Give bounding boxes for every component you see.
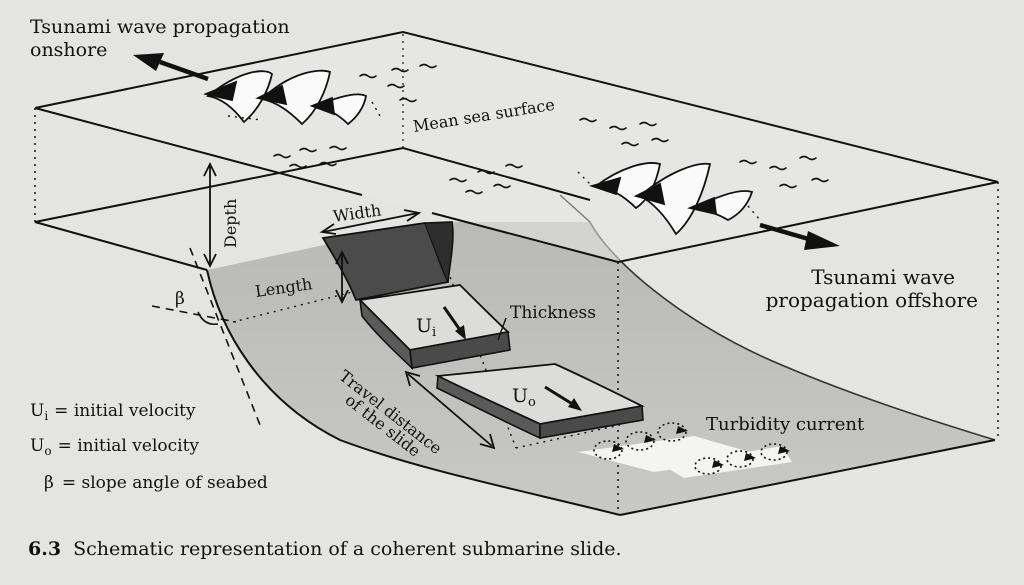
sea-surface-near-edge-2 [431,212,619,263]
seabed-far-curve [589,221,996,441]
seafloor-back-curve [559,194,591,223]
legend-item-beta: β= slope angle of seabed [44,473,268,493]
turbidity-arrows [612,426,790,468]
width-arrow [322,212,419,233]
beta-label: β [175,289,185,309]
ui-label: Ui [416,315,436,340]
thickness-pointer [497,317,507,341]
figure-caption-text: Schematic representation of a coherent s… [73,538,622,560]
slide-scar [321,222,450,302]
dotted-guide-2 [232,269,441,323]
width-arrow-head-left [319,223,337,235]
slope-tangent-line [189,247,263,431]
sea-surface-near-edge [34,107,363,196]
uo-velocity-arrow-head [568,398,582,411]
turbidity-current-area [578,436,764,472]
slide-scar-headwall [424,221,454,283]
onshore-label-line2: onshore [30,39,107,61]
length-arrow-head-bottom [335,289,349,305]
onshore-direction-arrow [159,59,209,82]
legend-item-uo: Uo= initial velocity [30,436,199,458]
sea-surface-outline [34,30,999,263]
thickness-label: Thickness [510,303,596,323]
travel-arrow-head-bottom [479,433,496,450]
offshore-label-line2: propagation offshore [766,288,978,312]
onshore-tsunami-waves [202,69,381,126]
figure-caption: 6.3 Schematic representation of a coheren… [28,538,622,560]
depth-arrow-head-top [203,161,217,177]
depth-label: Depth [221,199,240,248]
figure-number: 6.3 [28,538,62,560]
seabed-far-edge [619,439,996,516]
width-arrow-head-right [403,209,422,222]
beta-arc [197,311,219,326]
offshore-label-line1: Tsunami wave [811,265,955,289]
ui-velocity-arrow-head [455,325,466,340]
legend: Ui= initial velocity Uo= initial velocit… [30,401,268,493]
length-arrow-head-top [335,249,349,265]
offshore-direction-arrow-head [804,231,840,250]
turbidity-swirls [593,422,788,475]
slide-block-uo-front [539,405,644,439]
uo-velocity-arrow [544,385,575,407]
depth-arrow-head-bottom [203,253,217,269]
horizontal-reference-line [151,305,237,323]
slide-block-ui-front [409,331,511,369]
seabed-edge-curve [206,269,621,516]
onshore-label-line1: Tsunami wave propagation [30,16,290,38]
seafloor-plane-outline [34,146,591,271]
travel-distance-arrow [407,373,493,447]
travel-arrow-head-top [404,370,421,387]
legend-item-ui: Ui= initial velocity [30,401,196,423]
turbidity-current-label: Turbidity current [706,414,865,435]
uo-label: Uo [512,385,536,410]
onshore-direction-arrow-head [133,53,164,71]
sea-surface-ripples [273,63,829,195]
ui-velocity-arrow [442,306,462,331]
offshore-tsunami-waves [577,162,761,236]
offshore-direction-arrow [759,222,813,243]
